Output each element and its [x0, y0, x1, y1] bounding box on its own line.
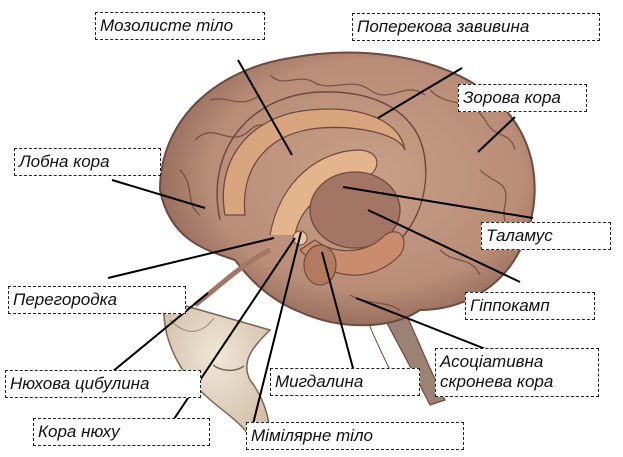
label-olfactory-cortex: Кора нюху: [33, 418, 210, 446]
label-association-cortex: Асоціативна скронева кора: [435, 348, 599, 397]
label-cingulate-gyrus: Поперекова завивина: [352, 13, 600, 41]
label-frontal-cortex: Лобна кора: [14, 148, 161, 176]
amygdala-shape: [304, 245, 336, 285]
label-thalamus: Таламус: [481, 222, 611, 250]
label-septum: Перегородка: [8, 286, 186, 314]
label-association-cortex-line2: скронева кора: [440, 372, 594, 392]
label-hippocampus: Гіппокамп: [465, 292, 595, 320]
label-amygdala: Мигдалина: [270, 368, 420, 396]
label-visual-cortex: Зорова кора: [458, 84, 587, 112]
label-mammillary-body: Мімілярне тіло: [246, 422, 464, 450]
label-corpus-callosum: Мозолисте тіло: [95, 12, 265, 40]
label-olfactory-bulb: Нюхова цибулина: [5, 370, 201, 398]
label-association-cortex-line1: Асоціативна: [440, 352, 594, 372]
